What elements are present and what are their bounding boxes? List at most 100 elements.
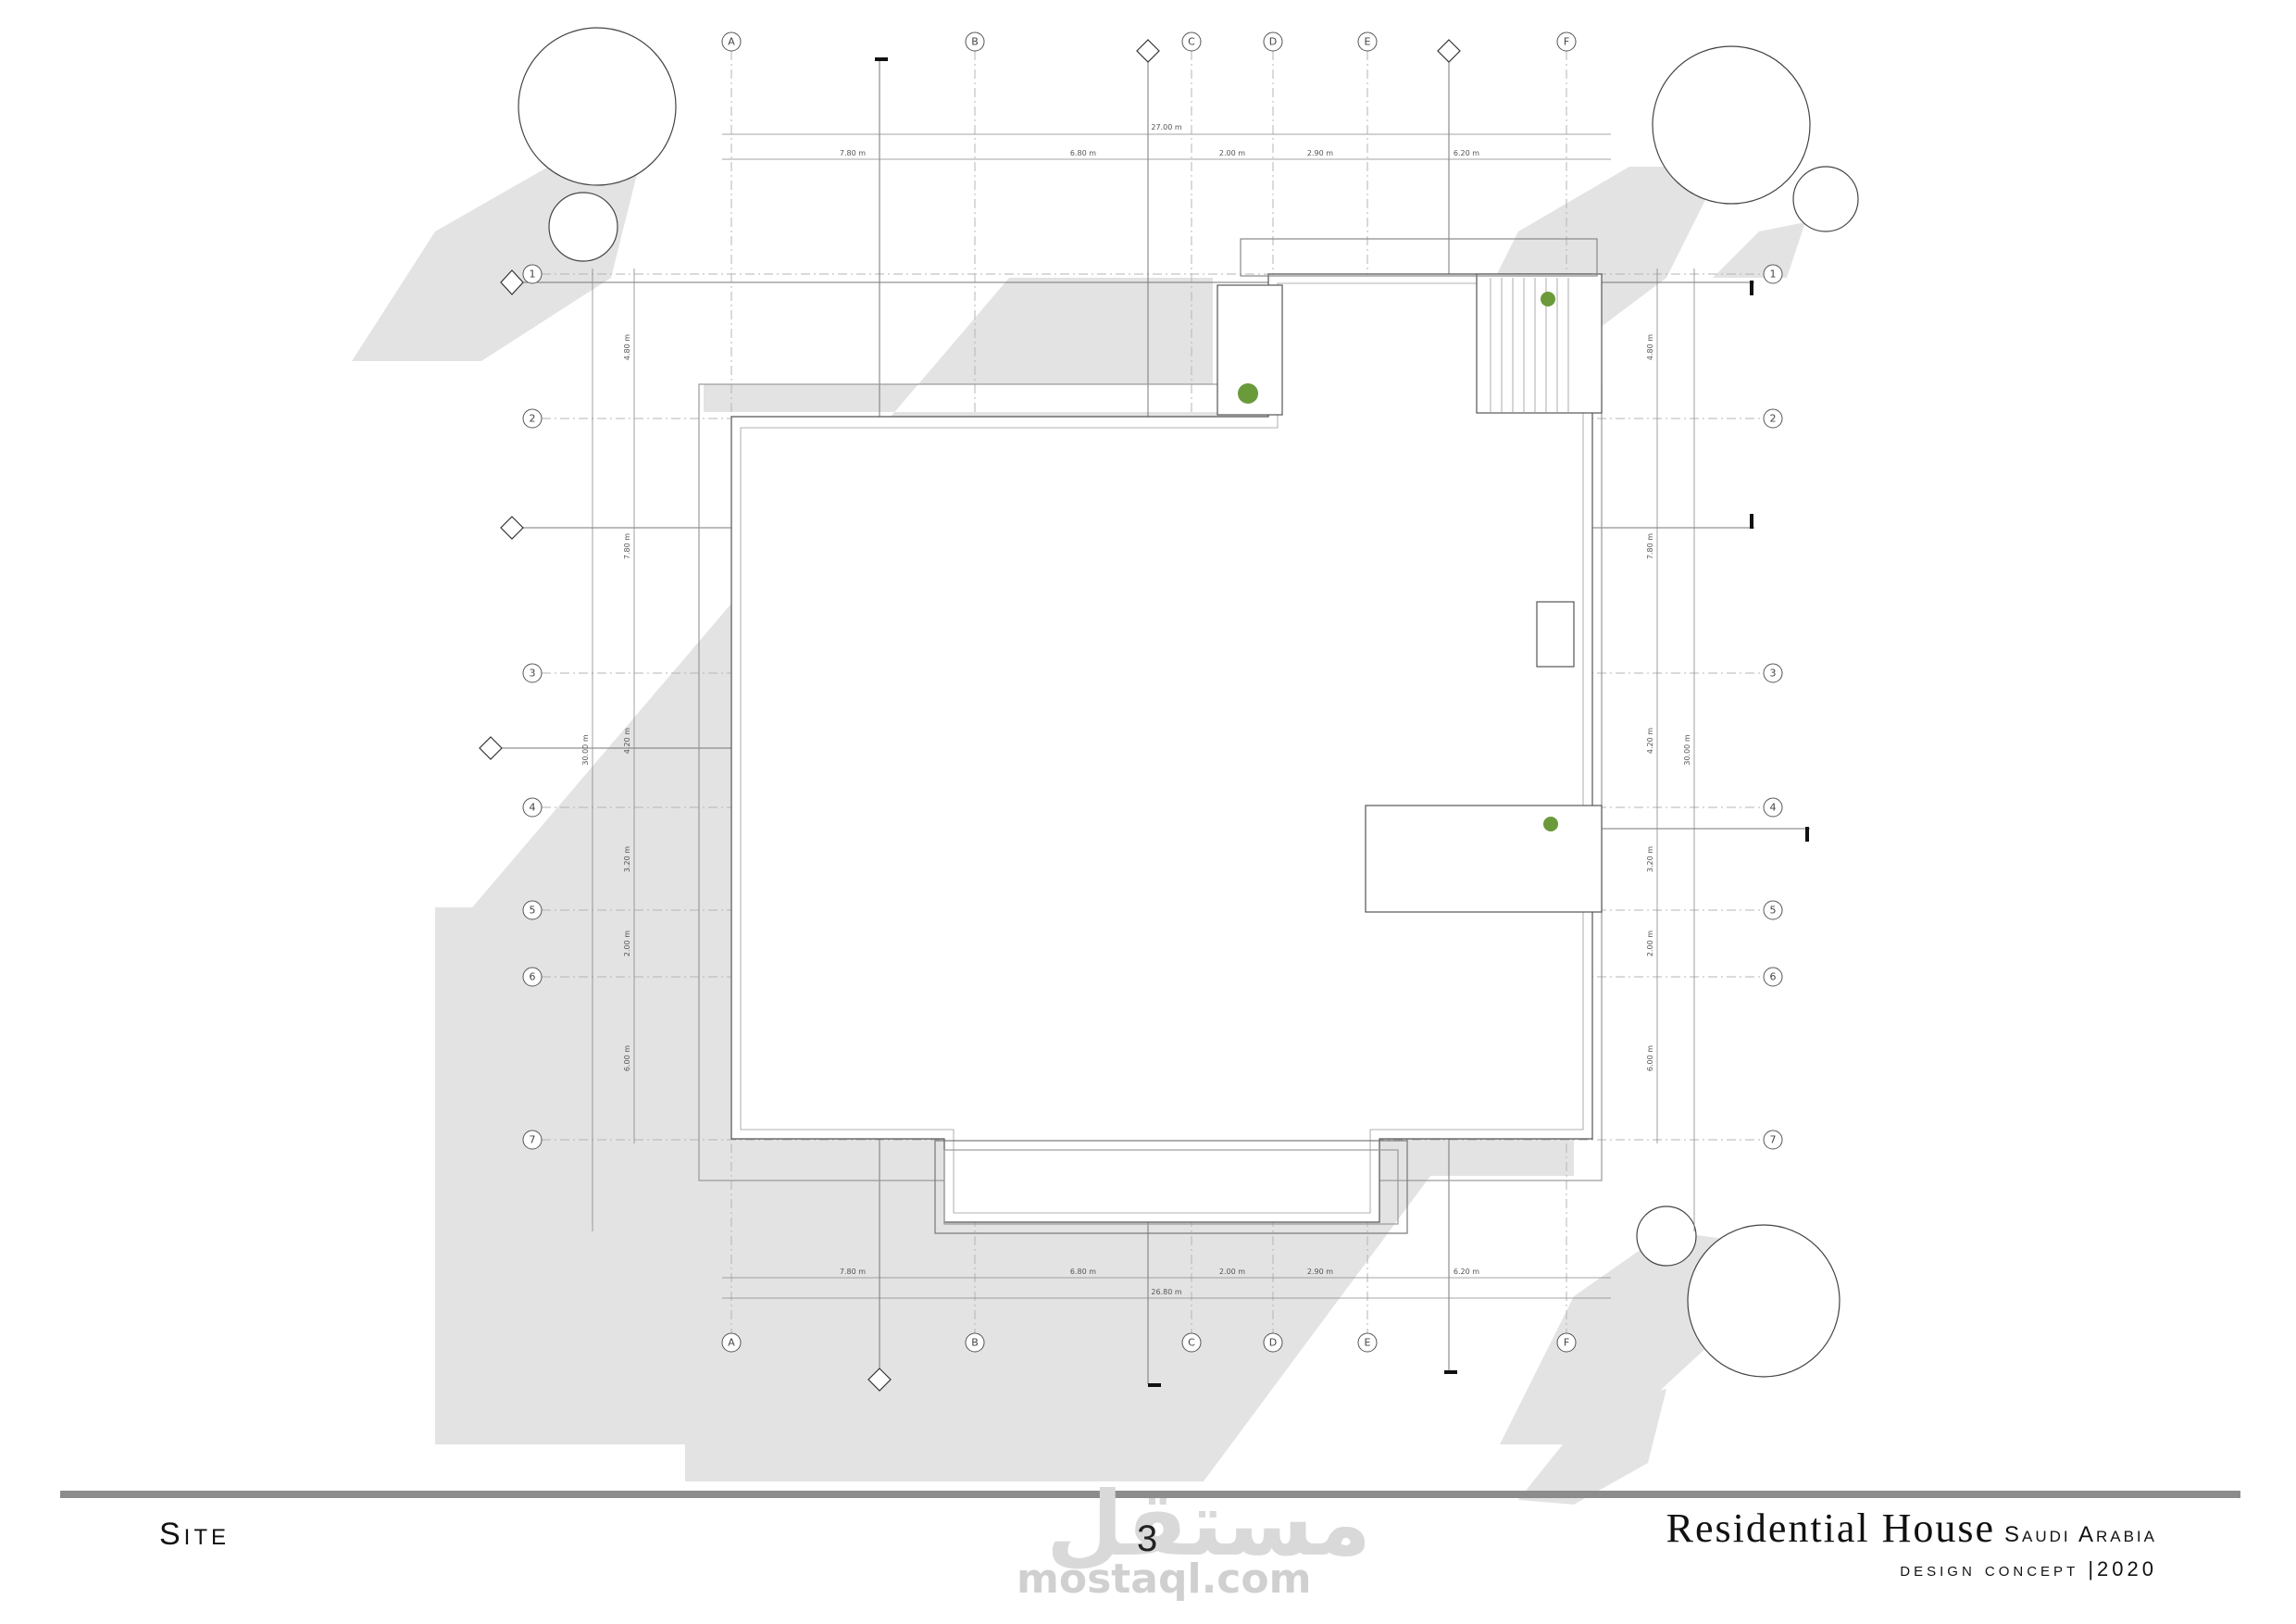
plant-entrance xyxy=(1543,817,1558,831)
tree-topright-small xyxy=(1792,166,1859,232)
dim-bottom-seg: 6.20 m xyxy=(1454,1268,1479,1276)
grid-row-label: 2 xyxy=(1770,413,1777,425)
stair-treads xyxy=(1490,278,1569,412)
building-plan xyxy=(698,238,1603,1234)
grid-row-label: 1 xyxy=(530,269,536,281)
grid-col-label: A xyxy=(728,1337,735,1349)
dim-left-seg: 2.00 m xyxy=(623,931,631,956)
watermark-latin: mostaql.com xyxy=(1017,1555,1312,1603)
dim-left-seg: 6.00 m xyxy=(623,1045,631,1071)
elevation-marker-icon xyxy=(500,516,524,540)
project-title-block: Residential House Saudi Arabia design con… xyxy=(1666,1505,2157,1581)
dim-right-seg: 4.80 m xyxy=(1646,334,1654,360)
tree-topleft-large xyxy=(518,27,677,186)
dim-left-seg: 3.20 m xyxy=(623,846,631,872)
dim-bottom-total: 26.80 m xyxy=(1151,1288,1181,1296)
dim-top-total: 27.00 m xyxy=(1151,123,1181,131)
grid-col-label: E xyxy=(1365,36,1371,48)
grid-labels: A B C D E F A B C D E F 1 2 3 4 5 6 7 1 … xyxy=(530,36,1777,1349)
dim-right-seg: 3.20 m xyxy=(1646,846,1654,872)
dim-right-total: 30.00 m xyxy=(1683,734,1691,765)
grid-col-label: C xyxy=(1188,1337,1195,1349)
dim-top-seg: 2.90 m xyxy=(1307,149,1333,157)
watermark-arabic: مستقل xyxy=(1046,1472,1372,1576)
dim-bottom-seg: 2.90 m xyxy=(1307,1268,1333,1276)
dim-bottom-seg: 2.00 m xyxy=(1219,1268,1245,1276)
dim-right-seg: 4.20 m xyxy=(1646,728,1654,754)
dim-top-seg: 6.20 m xyxy=(1454,149,1479,157)
elevation-marker-icon xyxy=(1136,39,1160,63)
dim-top-seg: 7.80 m xyxy=(840,149,866,157)
grid-col-label: B xyxy=(971,1337,979,1349)
grid-row-label: 3 xyxy=(530,668,536,680)
elevation-marker-icon xyxy=(500,269,524,295)
dim-left-total: 30.00 m xyxy=(581,734,590,765)
grid-row-label: 5 xyxy=(530,905,536,917)
dim-bottom-seg: 7.80 m xyxy=(840,1268,866,1276)
grid-row-label: 6 xyxy=(1770,971,1777,983)
dim-left-seg: 4.20 m xyxy=(623,728,631,754)
page-number: 3 xyxy=(1137,1518,1158,1559)
grid-row-label: 3 xyxy=(1770,668,1777,680)
grid-row-label: 4 xyxy=(530,802,536,814)
grid-col-label: C xyxy=(1188,36,1195,48)
elevation-marker-icon xyxy=(867,1368,892,1392)
section-markers xyxy=(875,57,1809,1387)
entrance-canopy xyxy=(1365,805,1603,913)
dim-left-seg: 4.80 m xyxy=(623,334,631,360)
tree-shadow-bottomright2 xyxy=(1518,1389,1666,1505)
building-shadow-lower xyxy=(435,907,685,1444)
grid-row-label: 6 xyxy=(530,971,536,983)
grid-col-label: F xyxy=(1564,36,1569,48)
main-floor-outline xyxy=(730,273,1593,1223)
grid-col-label: D xyxy=(1269,36,1277,48)
dim-right-seg: 7.80 m xyxy=(1646,533,1654,559)
east-recess xyxy=(1536,601,1575,668)
grid-row-label: 2 xyxy=(530,413,536,425)
elevation-markers xyxy=(479,39,1461,1392)
north-parapet xyxy=(1240,238,1598,277)
dim-right-seg: 2.00 m xyxy=(1646,931,1654,956)
tree-topleft-small xyxy=(548,192,618,262)
dim-left-seg: 7.80 m xyxy=(623,533,631,559)
grid-row-label: 7 xyxy=(1770,1134,1777,1146)
south-steps-outer xyxy=(934,1140,1408,1234)
stair-tower xyxy=(1476,273,1603,414)
grid-row-label: 5 xyxy=(1770,905,1777,917)
tree-topright-large xyxy=(1652,45,1811,205)
grid-row-label: 1 xyxy=(1770,269,1777,281)
project-subtitle: design concept |2020 xyxy=(1900,1557,2157,1580)
grid-col-label: D xyxy=(1269,1337,1277,1349)
tree-shadow-right-small xyxy=(1713,222,1805,278)
dimension-lines xyxy=(592,133,1695,1299)
dim-right-seg: 6.00 m xyxy=(1646,1045,1654,1071)
tree-shadow-bottomright xyxy=(1500,1231,1741,1444)
grid-col-label: E xyxy=(1365,1337,1371,1349)
project-location: Saudi Arabia xyxy=(2004,1522,2157,1547)
grid-row-label: 7 xyxy=(530,1134,536,1146)
sheet-title: Site xyxy=(159,1517,231,1552)
tree-bottomright-large xyxy=(1687,1224,1841,1378)
elevation-marker-icon xyxy=(479,736,503,760)
plant-terrace xyxy=(1238,383,1258,404)
planters xyxy=(1238,292,1558,831)
dim-top-seg: 2.00 m xyxy=(1219,149,1245,157)
project-title: Residential House xyxy=(1666,1505,1995,1551)
south-steps-inner xyxy=(943,1149,1399,1225)
dim-bottom-seg: 6.80 m xyxy=(1070,1268,1096,1276)
grid-col-label: F xyxy=(1564,1337,1569,1349)
dim-top-seg: 6.80 m xyxy=(1070,149,1096,157)
dimension-texts: 27.00 m 7.80 m 6.80 m 2.00 m 2.90 m 6.20… xyxy=(581,123,1691,1296)
footer-rule xyxy=(60,1491,2240,1498)
plant-tower xyxy=(1541,292,1555,306)
building-shadow-bottom xyxy=(685,1157,1444,1481)
grid-col-label: B xyxy=(971,36,979,48)
tree-shadow-topleft xyxy=(352,130,648,361)
trees xyxy=(518,27,1859,1378)
tree-bottomright-small xyxy=(1636,1206,1697,1267)
grid-col-label: A xyxy=(728,36,735,48)
grid-bubbles xyxy=(522,31,1783,1353)
grid-row-label: 4 xyxy=(1770,802,1777,814)
elevation-marker-icon xyxy=(1437,39,1461,63)
